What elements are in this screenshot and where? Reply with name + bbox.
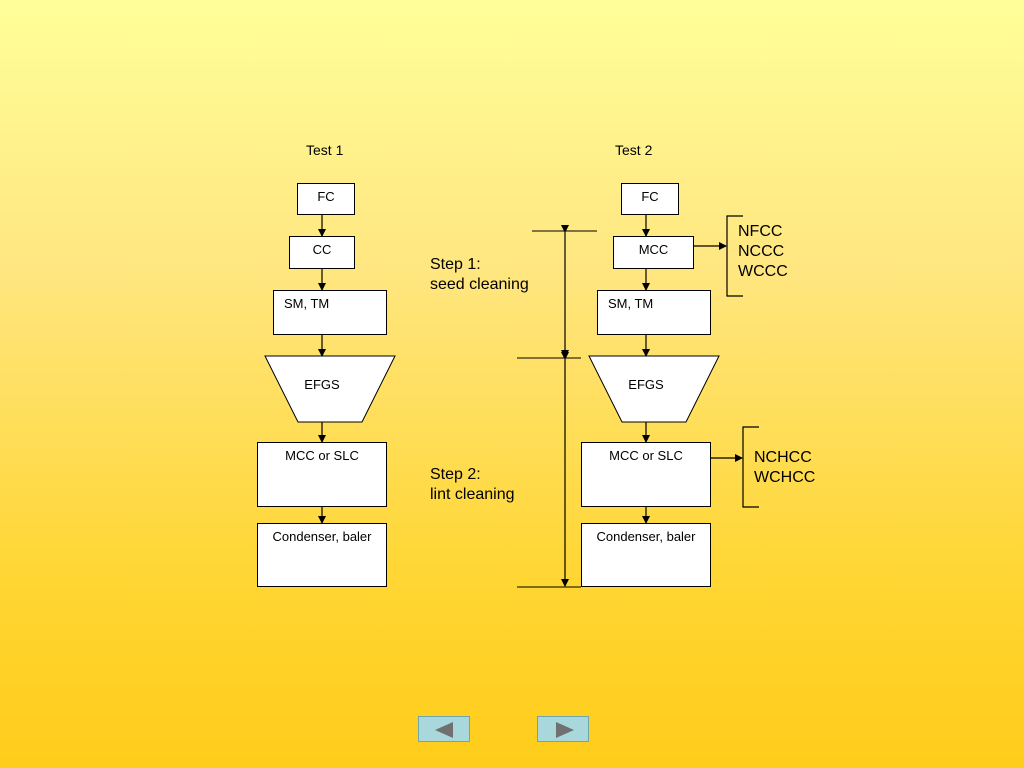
- t1-sm-tm-box: SM, TM: [273, 290, 387, 335]
- seed-output-item: NCCC: [738, 243, 785, 260]
- next-slide-button[interactable]: [537, 716, 589, 742]
- t2-mcc-box: MCC: [613, 236, 694, 269]
- lint-output-list: NCHCC WCHCC: [754, 448, 815, 488]
- seed-output-item: WCCC: [738, 263, 788, 280]
- seed-output-list: NFCC NCCC WCCC: [738, 222, 788, 282]
- t2-condenser-box: Condenser, baler: [581, 523, 711, 587]
- t2-fc-box: FC: [621, 183, 679, 215]
- triangle-left-icon: [435, 722, 453, 738]
- t2-sm-tm-box: SM, TM: [597, 290, 711, 335]
- step2-line1: Step 2:: [430, 466, 481, 483]
- t1-efgs-label: EFGS: [304, 377, 340, 392]
- t1-condenser-box: Condenser, baler: [257, 523, 387, 587]
- prev-slide-button[interactable]: [418, 716, 470, 742]
- test1-title: Test 1: [306, 142, 344, 158]
- t1-fc-box: FC: [297, 183, 355, 215]
- test2-title: Test 2: [615, 142, 653, 158]
- triangle-right-icon: [556, 722, 574, 738]
- step2-line2: lint cleaning: [430, 486, 515, 503]
- seed-output-item: NFCC: [738, 223, 783, 240]
- t1-mcc-slc-box: MCC or SLC: [257, 442, 387, 507]
- step1-label: Step 1: seed cleaning: [430, 255, 529, 295]
- step1-line1: Step 1:: [430, 256, 481, 273]
- t2-mcc-slc-box: MCC or SLC: [581, 442, 711, 507]
- t1-cc-box: CC: [289, 236, 355, 269]
- t2-efgs-label: EFGS: [628, 377, 664, 392]
- lint-output-item: NCHCC: [754, 449, 812, 466]
- step1-line2: seed cleaning: [430, 276, 529, 293]
- lint-output-item: WCHCC: [754, 469, 816, 486]
- bracket-seed-outputs: [726, 215, 743, 297]
- step2-label: Step 2: lint cleaning: [430, 465, 515, 505]
- t1-efgs-shape: [264, 355, 396, 423]
- bracket-lint-outputs: [742, 426, 759, 508]
- t2-efgs-shape: [588, 355, 720, 423]
